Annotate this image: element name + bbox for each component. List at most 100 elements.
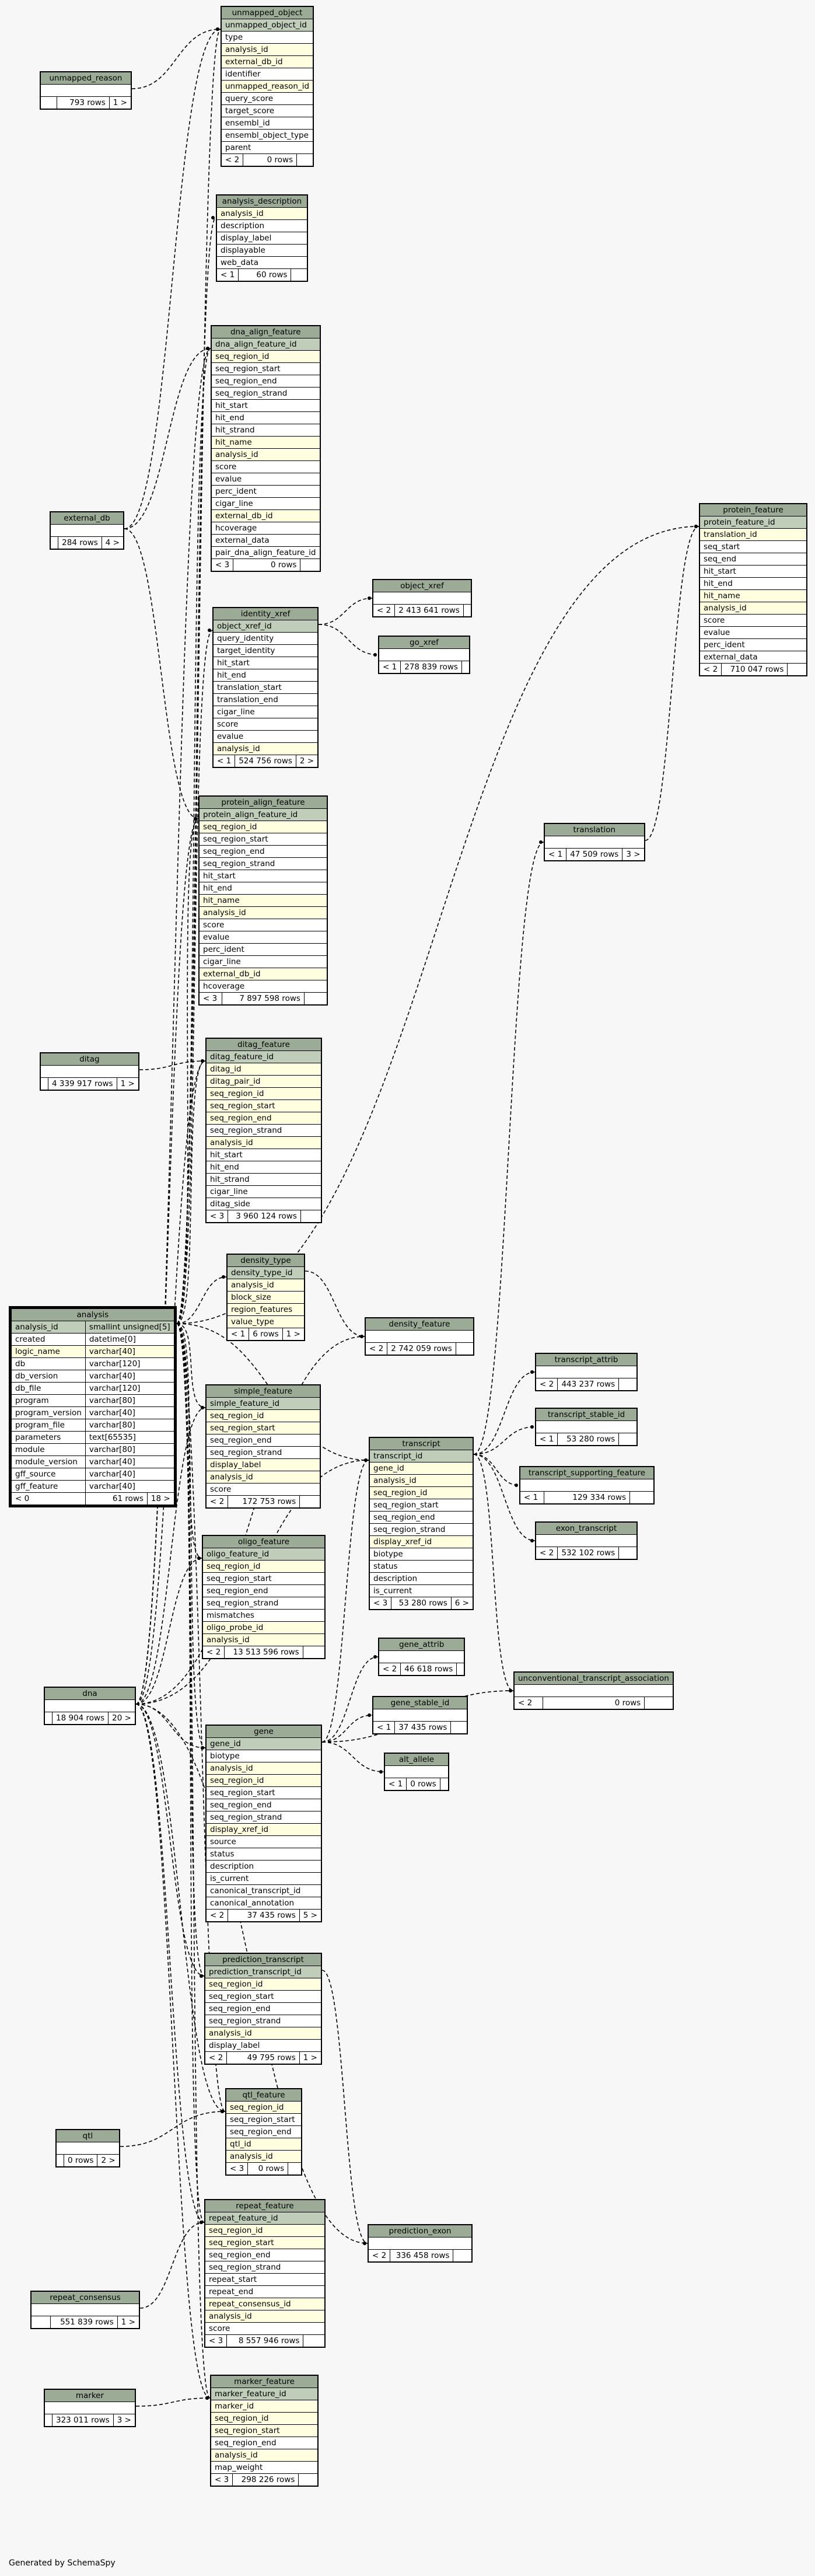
column-row[interactable]: seq_region_end xyxy=(369,1511,474,1524)
table-title[interactable]: gene_attrib xyxy=(378,1638,465,1651)
column-row[interactable]: analysis_id xyxy=(216,207,308,220)
table-title[interactable]: analysis xyxy=(10,1307,176,1321)
column-row[interactable]: ditag_pair_id xyxy=(205,1075,322,1088)
table-title[interactable]: gene xyxy=(205,1725,322,1738)
column-row[interactable]: density_type_id xyxy=(226,1266,305,1279)
table-title[interactable]: unmapped_reason xyxy=(40,71,132,85)
column-row[interactable]: hit_strand xyxy=(205,1173,322,1186)
table-title[interactable]: dna xyxy=(44,1687,136,1700)
column-row[interactable]: oligo_probe_id xyxy=(202,1621,326,1634)
table-title[interactable]: identity_xref xyxy=(212,607,319,620)
table-title[interactable]: transcript_attrib xyxy=(535,1353,638,1366)
column-row[interactable]: description xyxy=(205,1860,322,1873)
column-row[interactable]: displayable xyxy=(216,244,308,257)
column-row[interactable]: seq_region_start xyxy=(202,1572,326,1585)
table-title[interactable]: simple_feature xyxy=(205,1384,321,1398)
column-row[interactable]: biotype xyxy=(369,1548,474,1561)
column-row[interactable]: repeat_start xyxy=(204,2273,326,2286)
column-row[interactable]: analysis_id xyxy=(202,1633,326,1646)
column-row[interactable]: map_weight xyxy=(210,2461,319,2474)
column-row[interactable]: seq_region_strand xyxy=(369,1523,474,1536)
column-row[interactable]: hit_name xyxy=(211,436,321,449)
column-row[interactable]: seq_region_start xyxy=(210,2424,319,2437)
table-title[interactable]: marker xyxy=(44,2389,136,2402)
column-row[interactable]: seq_region_start xyxy=(205,1099,322,1112)
column-row[interactable]: source xyxy=(205,1835,322,1848)
column-row[interactable]: seq_region_id xyxy=(204,1978,322,1991)
column-row[interactable]: translation_start xyxy=(212,681,319,694)
column-row[interactable]: seq_region_end xyxy=(211,375,321,388)
column-row[interactable]: hit_name xyxy=(699,589,807,602)
column-row[interactable]: query_score xyxy=(221,92,314,105)
table-title[interactable]: gene_stable_id xyxy=(372,1696,468,1709)
table-title[interactable]: ditag_feature xyxy=(205,1038,322,1051)
column-row[interactable]: hcoverage xyxy=(211,522,321,535)
table-title[interactable]: transcript_supporting_feature xyxy=(519,1466,655,1479)
column-row[interactable]: seq_region_strand xyxy=(211,387,321,400)
column-row[interactable]: canonical_transcript_id xyxy=(205,1884,322,1897)
column-row[interactable]: evalue xyxy=(699,626,807,639)
column-row[interactable]: analysis_id xyxy=(212,742,319,755)
table-title[interactable]: oligo_feature xyxy=(202,1535,326,1548)
column-row[interactable]: query_identity xyxy=(212,632,319,645)
table-title[interactable]: ditag xyxy=(40,1052,139,1066)
column-row[interactable]: display_label xyxy=(205,1458,321,1471)
column-row[interactable]: seq_region_id xyxy=(225,2101,302,2114)
column-row[interactable]: analysis_id xyxy=(225,2150,302,2163)
column-row[interactable]: qtl_id xyxy=(225,2138,302,2151)
column-row[interactable]: seq_region_id xyxy=(211,350,321,363)
column-row[interactable]: repeat_feature_id xyxy=(204,2212,326,2225)
table-title[interactable]: density_feature xyxy=(365,1317,474,1331)
column-row[interactable]: cigar_line xyxy=(198,955,328,968)
column-row[interactable]: analysis_id xyxy=(205,1762,322,1775)
column-row[interactable]: parent xyxy=(221,141,314,154)
column-row[interactable]: simple_feature_id xyxy=(205,1397,321,1410)
column-row[interactable]: hit_start xyxy=(699,565,807,578)
column-row[interactable]: evalue xyxy=(211,473,321,486)
column-row[interactable]: seq_region_strand xyxy=(198,857,328,870)
column-row[interactable]: status xyxy=(369,1560,474,1573)
column-row[interactable]: seq_region_end xyxy=(205,1112,322,1125)
column-row[interactable]: seq_region_id xyxy=(369,1486,474,1499)
column-row[interactable]: score xyxy=(204,2322,326,2335)
table-title[interactable]: external_db xyxy=(50,511,124,525)
column-row[interactable]: ditag_feature_id xyxy=(205,1050,322,1063)
column-row[interactable]: seq_region_strand xyxy=(204,2015,322,2027)
column-row[interactable]: type xyxy=(221,31,314,44)
column-row[interactable]: description xyxy=(369,1572,474,1585)
column-row[interactable]: analysis_id xyxy=(204,2310,326,2323)
column-row[interactable]: seq_region_start xyxy=(204,2236,326,2249)
column-row[interactable]: seq_region_strand xyxy=(202,1597,326,1610)
column-row[interactable]: seq_region_end xyxy=(202,1584,326,1597)
column-row[interactable]: seq_region_start xyxy=(205,1422,321,1434)
column-row[interactable]: hit_end xyxy=(205,1161,322,1174)
column-row[interactable]: score xyxy=(699,614,807,627)
column-row[interactable]: target_score xyxy=(221,104,314,117)
column-row[interactable]: value_type xyxy=(226,1315,305,1328)
column-row[interactable]: seq_region_start xyxy=(198,833,328,846)
column-row[interactable]: hit_start xyxy=(211,399,321,412)
column-row[interactable]: ditag_id xyxy=(205,1063,322,1076)
